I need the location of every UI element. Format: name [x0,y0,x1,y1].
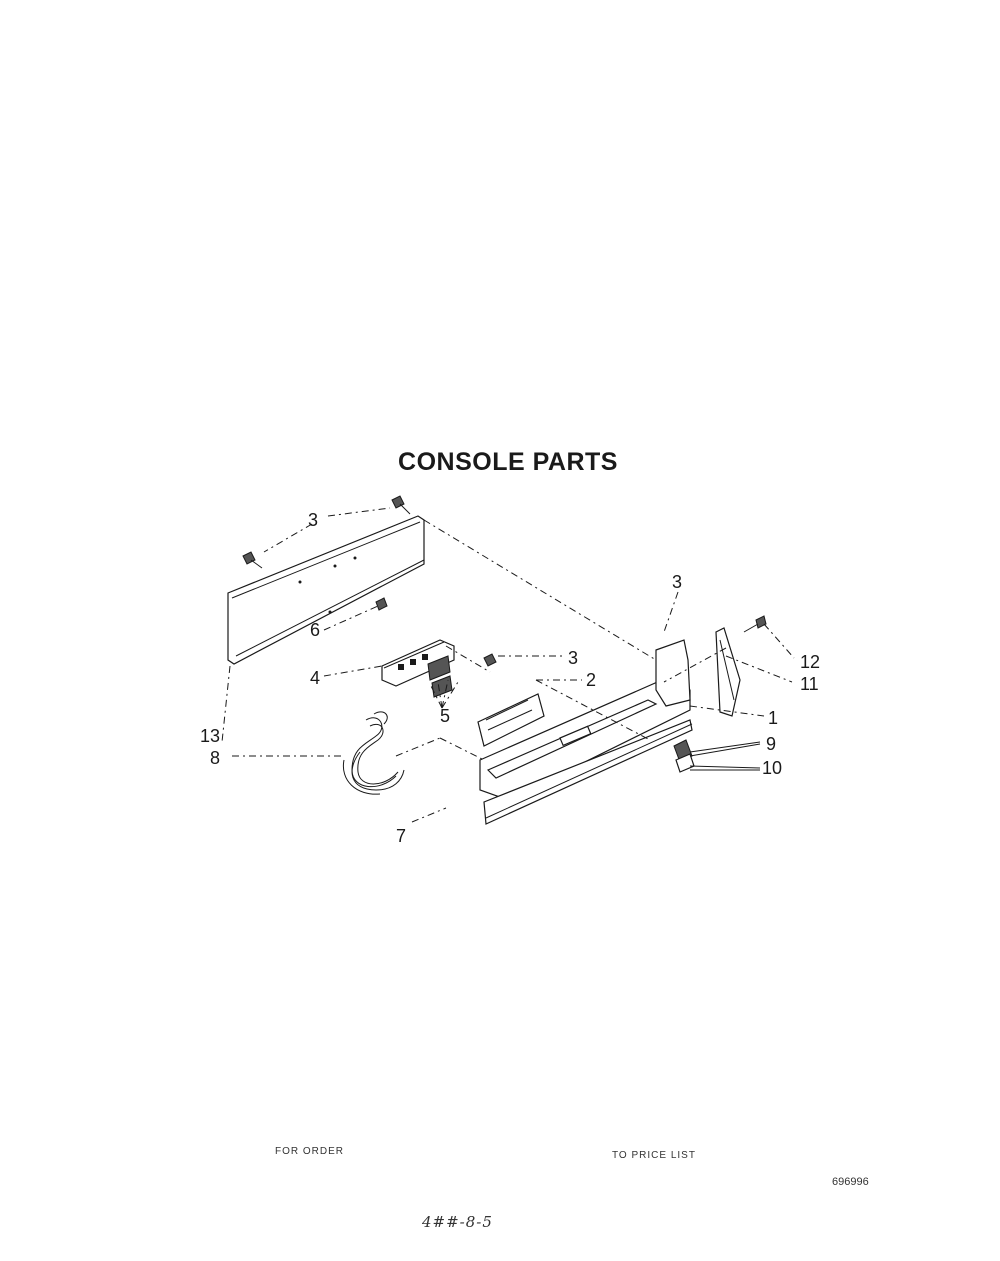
footer-price-list-label: TO PRICE LIST [612,1150,696,1161]
callout-8-label: 8 [210,748,220,768]
callout-11: 11 [800,674,819,694]
footer-order-label: FOR ORDER [275,1146,344,1157]
side-bracket-part [715,627,741,717]
leader-lines [221,507,795,823]
page-title: CONSOLE PARTS [398,448,618,476]
wire-harness-part [342,711,405,795]
callout-4: 4 [310,668,320,688]
callout-3-right: 3 [672,572,682,592]
callout-7: 7 [396,826,406,846]
rear-panel-part [227,515,425,665]
callout-3-mid: 3 [568,648,578,668]
callout-10: 10 [762,758,782,778]
screw-part [242,495,411,569]
control-panel-part [479,639,693,825]
callout-12: 12 [800,652,820,672]
callout-1: 1 [768,708,778,728]
document-number: 696996 [832,1176,869,1188]
callout-5: 5 [440,706,450,726]
display-board-part [477,653,545,747]
callout-13: 13 [200,726,220,746]
callout-2: 2 [586,670,596,690]
callout-9: 9 [766,734,776,754]
callout-3-top: 3 [308,510,318,530]
knob-part [673,739,695,773]
small-screw-part [743,615,767,633]
callout-6: 6 [310,620,320,640]
switch-bracket-part [375,597,455,698]
handwritten-note: 4##-8-5 [422,1213,493,1231]
